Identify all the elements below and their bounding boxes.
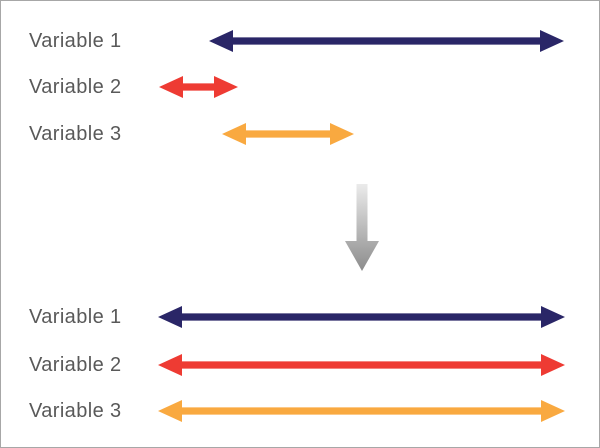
variable-range-arrow — [159, 76, 238, 98]
variable-label: Variable 2 — [29, 354, 122, 376]
arrow-shape — [158, 400, 565, 422]
arrow-shape — [222, 123, 354, 145]
variable-label: Variable 2 — [29, 76, 122, 98]
variable-range-arrow — [158, 354, 565, 376]
transform-down-arrow-icon — [345, 184, 379, 271]
variable-label: Variable 1 — [29, 30, 122, 52]
arrow-shape — [159, 76, 238, 98]
arrow-shape — [209, 30, 564, 52]
variable-range-arrow — [158, 400, 565, 422]
arrow-shape — [158, 354, 565, 376]
variable-range-arrow — [158, 306, 565, 328]
variable-label: Variable 3 — [29, 400, 122, 422]
variable-range-arrow — [222, 123, 354, 145]
variable-label: Variable 3 — [29, 123, 122, 145]
variable-range-arrow — [209, 30, 564, 52]
down-arrow-shape — [345, 184, 379, 271]
arrow-shape — [158, 306, 565, 328]
variable-label: Variable 1 — [29, 306, 122, 328]
